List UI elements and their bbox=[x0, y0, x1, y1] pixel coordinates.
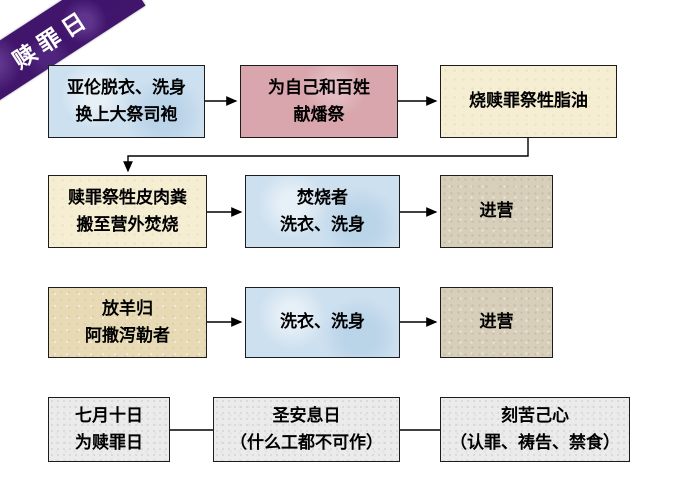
flow-box-enter-camp-2: 进营 bbox=[440, 287, 553, 358]
box-line: 换上大祭司袍 bbox=[75, 104, 178, 125]
box-line: 圣安息日 bbox=[272, 405, 341, 426]
box-line: 刻苦己心 bbox=[501, 405, 569, 426]
arrow-row1-to-row2 bbox=[123, 138, 529, 173]
box-line: 亚伦脱衣、洗身 bbox=[67, 77, 186, 98]
flow-box-enter-camp-1: 进营 bbox=[440, 175, 553, 248]
box-line: 为赎罪日 bbox=[75, 432, 143, 453]
box-line: 放羊归 bbox=[102, 298, 153, 319]
box-line: 七月十日 bbox=[75, 405, 143, 426]
box-line: 献燔祭 bbox=[293, 104, 345, 125]
flow-box-afflict-soul: 刻苦己心 （认罪、祷告、禁食） bbox=[440, 397, 630, 462]
box-line: 进营 bbox=[479, 312, 514, 332]
flow-box-burnt-offering: 为自己和百姓 献燔祭 bbox=[240, 65, 398, 138]
box-line: 进营 bbox=[479, 201, 514, 221]
flow-box-burner-wash: 焚烧者 洗衣、洗身 bbox=[245, 175, 400, 248]
flow-box-date: 七月十日 为赎罪日 bbox=[48, 397, 170, 462]
flow-box-holy-sabbath: 圣安息日 （什么工都不可作） bbox=[213, 397, 400, 462]
box-line: 焚烧者 bbox=[297, 187, 348, 208]
flow-box-wash-clothes: 洗衣、洗身 bbox=[245, 287, 400, 358]
box-line: 赎罪祭牲皮肉粪 bbox=[68, 187, 187, 208]
box-line: 烧赎罪祭牲脂油 bbox=[469, 91, 588, 111]
box-line: （什么工都不可作） bbox=[230, 432, 383, 453]
flow-box-aaron-wash: 亚伦脱衣、洗身 换上大祭司袍 bbox=[48, 65, 205, 138]
box-line: 搬至营外焚烧 bbox=[76, 214, 179, 235]
box-line: （认罪、祷告、禁食） bbox=[450, 432, 620, 453]
flow-box-carcass-outside-camp: 赎罪祭牲皮肉粪 搬至营外焚烧 bbox=[48, 175, 207, 248]
flow-box-azazel-goat: 放羊归 阿撒泻勒者 bbox=[48, 287, 207, 358]
box-line: 洗衣、洗身 bbox=[280, 312, 365, 332]
box-line: 阿撒泻勒者 bbox=[85, 325, 170, 346]
box-line: 为自己和百姓 bbox=[268, 77, 370, 98]
box-line: 洗衣、洗身 bbox=[280, 214, 365, 235]
flow-box-burn-fat: 烧赎罪祭牲脂油 bbox=[440, 65, 617, 138]
